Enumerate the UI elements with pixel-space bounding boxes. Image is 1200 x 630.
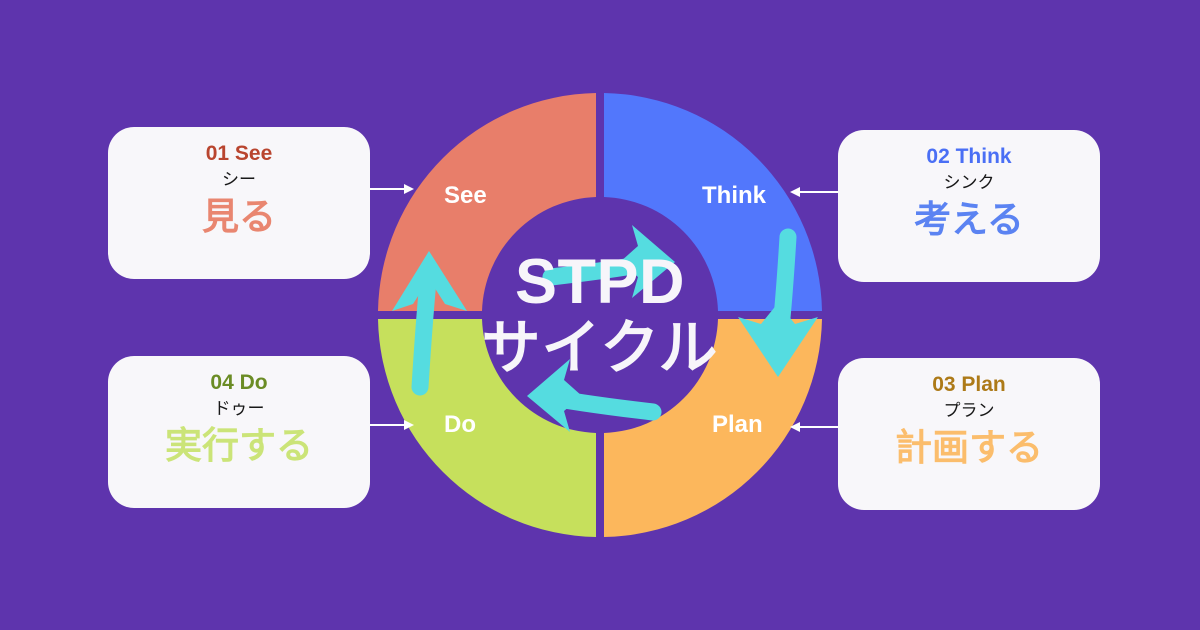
- card-see-kana: シー: [222, 170, 256, 189]
- ring-segment-think[interactable]: [604, 93, 822, 311]
- ring-label-plan: Plan: [712, 411, 763, 438]
- card-see[interactable]: 01 See シー 見る: [108, 127, 370, 279]
- flow-arrow-do-to-see: [392, 251, 467, 396]
- ring-label-do: Do: [444, 411, 476, 438]
- flow-arrow-see-to-think: [542, 225, 675, 298]
- card-plan-kana: プラン: [943, 401, 995, 420]
- ring-label-think: Think: [702, 182, 766, 209]
- ring-label-see: See: [444, 182, 487, 209]
- card-think-kana: シンク: [943, 173, 995, 192]
- card-see-heading: 01 See: [205, 142, 273, 165]
- card-think-heading: 02 Think: [926, 145, 1012, 168]
- ring-segment-see[interactable]: [378, 93, 596, 311]
- card-see-japanese: 見る: [202, 196, 276, 237]
- card-do-kana: ドゥー: [213, 399, 265, 418]
- ring-segment-plan[interactable]: [604, 319, 822, 537]
- card-think[interactable]: 02 Think シンク 考える: [838, 130, 1100, 282]
- stpd-cycle-donut: [370, 85, 830, 545]
- card-think-japanese: 考える: [914, 199, 1024, 240]
- card-plan-japanese: 計画する: [895, 427, 1043, 468]
- card-do[interactable]: 04 Do ドゥー 実行する: [108, 356, 370, 508]
- flow-arrow-plan-to-do: [527, 359, 662, 432]
- card-plan-heading: 03 Plan: [932, 373, 1006, 396]
- ring-segment-do[interactable]: [378, 319, 596, 537]
- donut-svg: [378, 93, 822, 537]
- card-do-japanese: 実行する: [165, 425, 313, 466]
- card-plan[interactable]: 03 Plan プラン 計画する: [838, 358, 1100, 510]
- card-do-heading: 04 Do: [210, 371, 268, 394]
- flow-arrow-think-to-plan: [738, 228, 818, 377]
